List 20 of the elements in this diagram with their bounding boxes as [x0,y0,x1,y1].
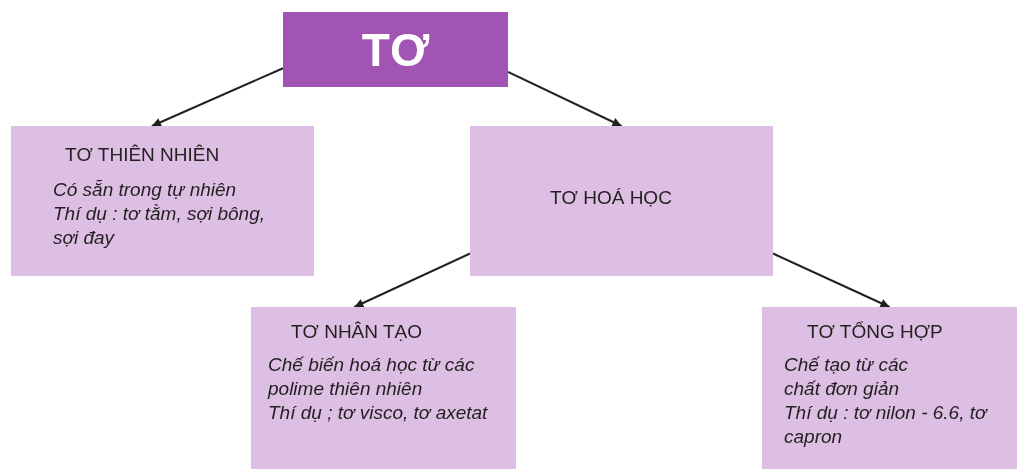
node-title: TƠ HOÁ HỌC [550,186,672,210]
category-box [11,126,314,276]
node-title: TƠ NHÂN TẠO [291,320,422,344]
node-description: Thí dụ ; tơ visco, tơ axetat [268,401,489,425]
node-description: Có sẵn trong tự nhiên [53,178,238,202]
node-title: TƠ [361,24,430,75]
arrow [150,67,284,127]
arrow [772,252,891,308]
node-title: TƠ TỔNG HỢP [807,320,943,344]
node-description: Chế biến hoá học từ các polime thiên nhiên [268,353,476,401]
node-description: Thí dụ : tơ nilon - 6.6, tơ capron [784,401,989,449]
category-box [470,126,773,276]
category-box [762,307,1017,469]
node-description: Thí dụ : tơ tằm, sợi bông, sợi đay [53,202,266,250]
root-box [283,12,508,87]
arrow [353,252,471,308]
node-title: TƠ THIÊN NHIÊN [65,143,220,167]
arrow [507,71,623,127]
node-description: Chế tạo từ các chất đơn giản [784,353,909,401]
category-box [251,307,516,469]
